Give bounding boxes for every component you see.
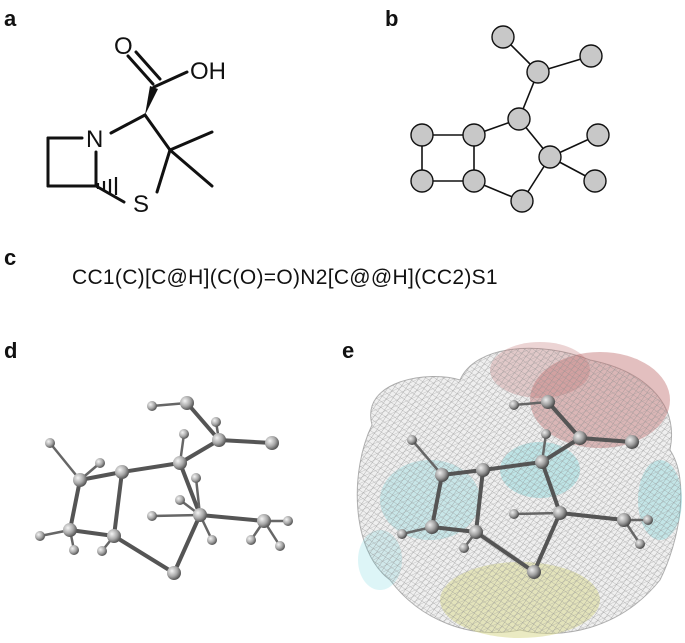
panel-label-e: e [342, 338, 355, 363]
atom-ball [527, 565, 541, 579]
atom-ball [476, 463, 490, 477]
atom-ball [283, 516, 293, 526]
graph-node [462, 123, 486, 147]
atom-ball [179, 429, 189, 439]
atom-ball [63, 523, 77, 537]
atom-ball [212, 433, 226, 447]
graph-node [586, 123, 610, 147]
atom-ball [459, 543, 469, 553]
graph-node [510, 189, 534, 213]
atom-ball [469, 525, 483, 539]
atom-ball [397, 529, 407, 539]
atom-ball [573, 431, 587, 445]
atom-ball [635, 539, 645, 549]
atom-ball [115, 465, 129, 479]
atom-ball [535, 455, 549, 469]
atom-ball [617, 513, 631, 527]
atom-ball [553, 506, 567, 520]
atom-ball [407, 435, 417, 445]
atom-label-OH: OH [190, 58, 226, 85]
atom-ball [625, 435, 639, 449]
atom-ball [211, 417, 221, 427]
graph-node [410, 123, 434, 147]
atom-ball [107, 529, 121, 543]
atom-ball [541, 429, 551, 439]
atom-ball [257, 514, 271, 528]
atom-ball [643, 515, 653, 525]
atom-ball [425, 520, 439, 534]
panel-label-d: d [4, 338, 18, 363]
atom-ball [275, 541, 285, 551]
graph-node [491, 25, 515, 49]
atom-ball [207, 535, 217, 545]
atom-ball [95, 458, 105, 468]
graph-node [538, 145, 562, 169]
atom-ball [191, 473, 201, 483]
graph-node [583, 169, 607, 193]
atom-ball [167, 566, 181, 580]
atom-label-S: S [133, 191, 149, 218]
atom-ball [173, 456, 187, 470]
atom-ball [73, 473, 87, 487]
panel-label-b: b [385, 6, 399, 31]
atom-ball [69, 545, 79, 555]
atom-ball [97, 546, 107, 556]
smiles-string: CC1(C)[C@H](C(O)=O)N2[C@@H](CC2)S1 [72, 266, 498, 289]
atom-ball [147, 511, 157, 521]
atom-ball [265, 436, 279, 450]
graph-node [462, 169, 486, 193]
graph-node [579, 44, 603, 68]
atom-ball [541, 395, 555, 409]
atom-ball [509, 400, 519, 410]
atom-ball [435, 468, 449, 482]
panel-label-c: c [4, 245, 17, 270]
graph-node [410, 169, 434, 193]
atom-ball [193, 508, 207, 522]
atom-ball [509, 509, 519, 519]
graph-node [507, 107, 531, 131]
panel-label-a: a [4, 6, 17, 31]
atom-label-N: N [86, 126, 103, 153]
atom-label-O: O [114, 33, 133, 60]
atom-ball [246, 535, 256, 545]
atom-ball [45, 438, 55, 448]
atom-ball [180, 396, 194, 410]
atom-ball [35, 531, 45, 541]
atom-ball [147, 401, 157, 411]
graph-node [526, 60, 550, 84]
atom-ball [175, 495, 185, 505]
